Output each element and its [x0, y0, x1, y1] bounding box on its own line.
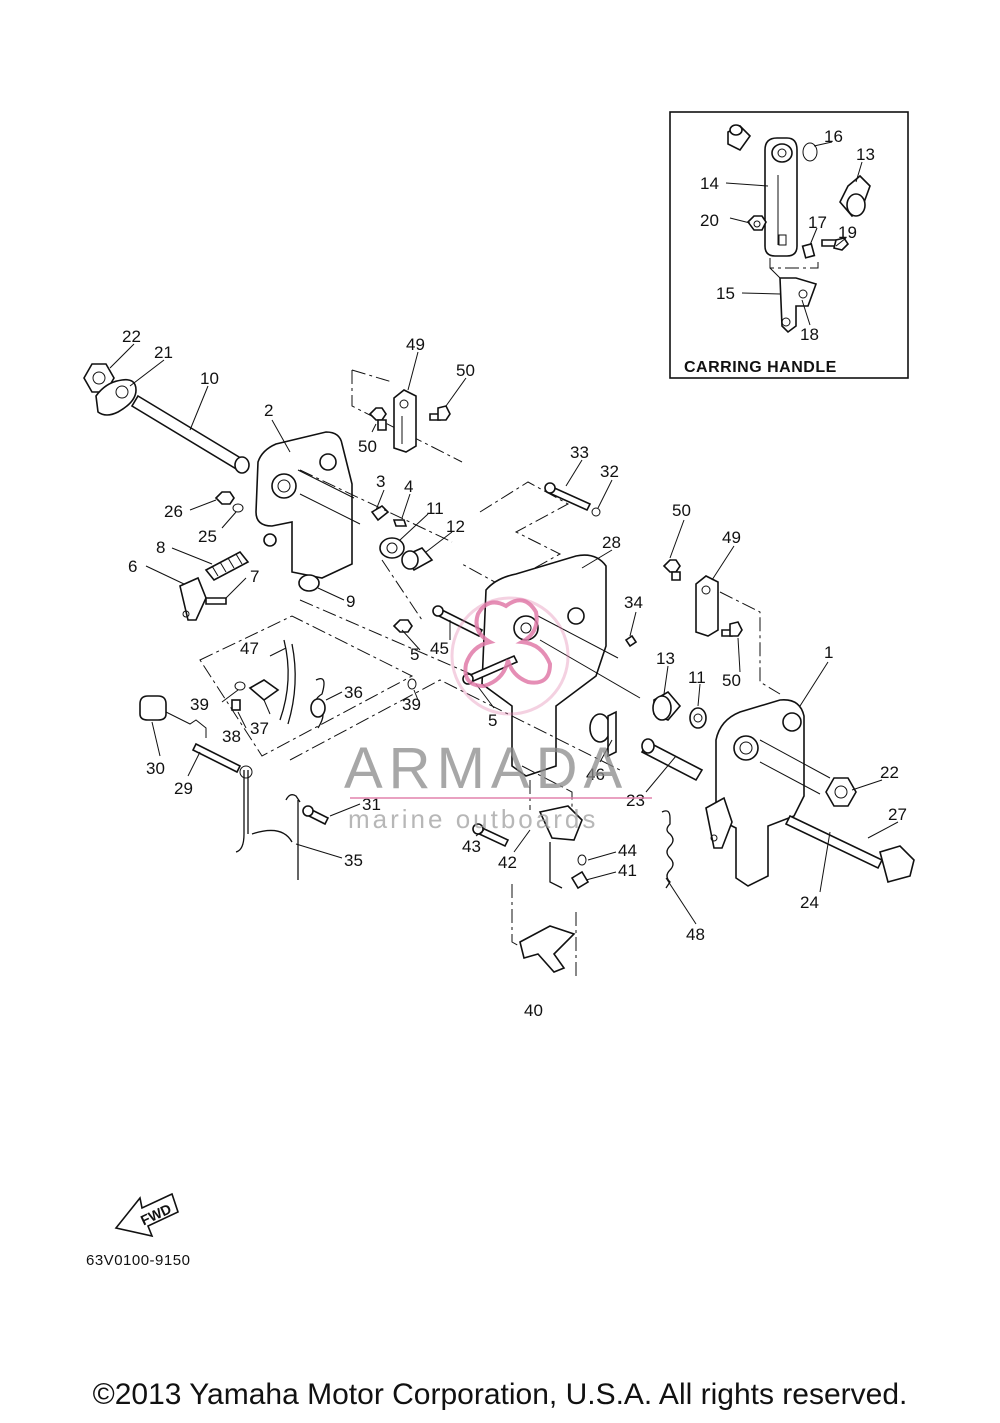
callout-5-lower: 5: [488, 711, 497, 730]
callout-16: 16: [824, 127, 843, 146]
callout-11-right: 11: [688, 668, 706, 687]
callout-18: 18: [800, 325, 819, 344]
callout-29: 29: [174, 779, 193, 798]
lower-middle-group: 43 42 44 41 48 40: [462, 765, 705, 1020]
callout-3: 3: [376, 472, 385, 491]
callout-22-left: 22: [122, 327, 141, 346]
callout-41: 41: [618, 861, 637, 880]
callout-39-left: 39: [190, 695, 209, 714]
callout-17: 17: [808, 213, 827, 232]
callout-43: 43: [462, 837, 481, 856]
callout-20: 20: [700, 211, 719, 230]
callout-5-upper: 5: [410, 645, 419, 664]
lower-linkage-group: 47 39 38 37 36 39 30 29 31 35: [139, 615, 621, 880]
callout-13-inset: 13: [856, 145, 875, 164]
callout-37: 37: [250, 719, 269, 738]
watermark-name: ARMADA: [344, 736, 628, 801]
callout-40: 40: [524, 1001, 543, 1020]
callout-44: 44: [618, 841, 637, 860]
watermark-tagline: marine outboards: [348, 804, 598, 834]
callout-45: 45: [430, 639, 449, 658]
fwd-arrow-icon: [114, 1192, 179, 1238]
callout-23: 23: [626, 791, 645, 810]
callout-24: 24: [800, 893, 819, 912]
callout-35: 35: [344, 851, 363, 870]
swivel-assembly: 33 32 28 34 5 45 5 46: [392, 443, 643, 784]
callout-15: 15: [716, 284, 735, 303]
callout-33: 33: [570, 443, 589, 462]
callout-30: 30: [146, 759, 165, 778]
callout-46: 46: [586, 765, 605, 784]
callout-21: 21: [154, 343, 173, 362]
callout-34: 34: [624, 593, 643, 612]
copyright-notice: ©2013 Yamaha Motor Corporation, U.S.A. A…: [92, 1378, 908, 1411]
callout-13-right: 13: [656, 649, 675, 668]
callout-8: 8: [156, 538, 165, 557]
callout-22-right: 22: [880, 763, 899, 782]
callout-50-top: 50: [456, 361, 475, 380]
callout-38: 38: [222, 727, 241, 746]
callout-1: 1: [824, 643, 833, 662]
armada-watermark: ARMADA marine outboards: [344, 596, 652, 834]
callout-12: 12: [446, 517, 465, 536]
callout-49-left: 49: [406, 335, 425, 354]
callout-50-right: 50: [722, 671, 741, 690]
right-bracket-assembly: 50 49 50 13 11 1 22 27 24 23: [626, 501, 915, 912]
callout-48: 48: [686, 925, 705, 944]
callout-32: 32: [600, 462, 619, 481]
callout-2: 2: [264, 401, 273, 420]
callout-36: 36: [344, 683, 363, 702]
callout-50-left: 50: [358, 437, 377, 456]
forward-direction-indicator: FWD: [114, 1192, 179, 1238]
callout-11-left: 11: [426, 499, 444, 518]
top-plate-group: 49 50 50: [358, 335, 475, 456]
left-bracket-assembly: 22 21 10 2 3 4 11 12 26 25 8 6 7 9: [83, 327, 481, 679]
propeller-logo-icon: [463, 598, 553, 689]
callout-27: 27: [888, 805, 907, 824]
callout-14: 14: [700, 174, 719, 193]
callout-50-right-top: 50: [672, 501, 691, 520]
callout-9: 9: [346, 592, 355, 611]
callout-42: 42: [498, 853, 517, 872]
callout-25: 25: [198, 527, 217, 546]
callout-4: 4: [404, 477, 413, 496]
callout-49-right: 49: [722, 528, 741, 547]
callout-39-right: 39: [402, 695, 421, 714]
callout-26: 26: [164, 502, 183, 521]
callout-7: 7: [250, 567, 259, 586]
callout-47: 47: [240, 639, 259, 658]
callout-28: 28: [602, 533, 621, 552]
fwd-label: FWD: [138, 1200, 174, 1228]
carrying-handle-inset: CARRING HANDLE 14 16 13 20 17 19 15 18: [669, 111, 909, 379]
callout-31: 31: [362, 795, 381, 814]
inset-title: CARRING HANDLE: [684, 359, 837, 376]
callout-19: 19: [838, 223, 857, 242]
callout-10: 10: [200, 369, 219, 388]
diagram-code: 63V0100-9150: [86, 1252, 190, 1269]
callout-6: 6: [128, 557, 137, 576]
